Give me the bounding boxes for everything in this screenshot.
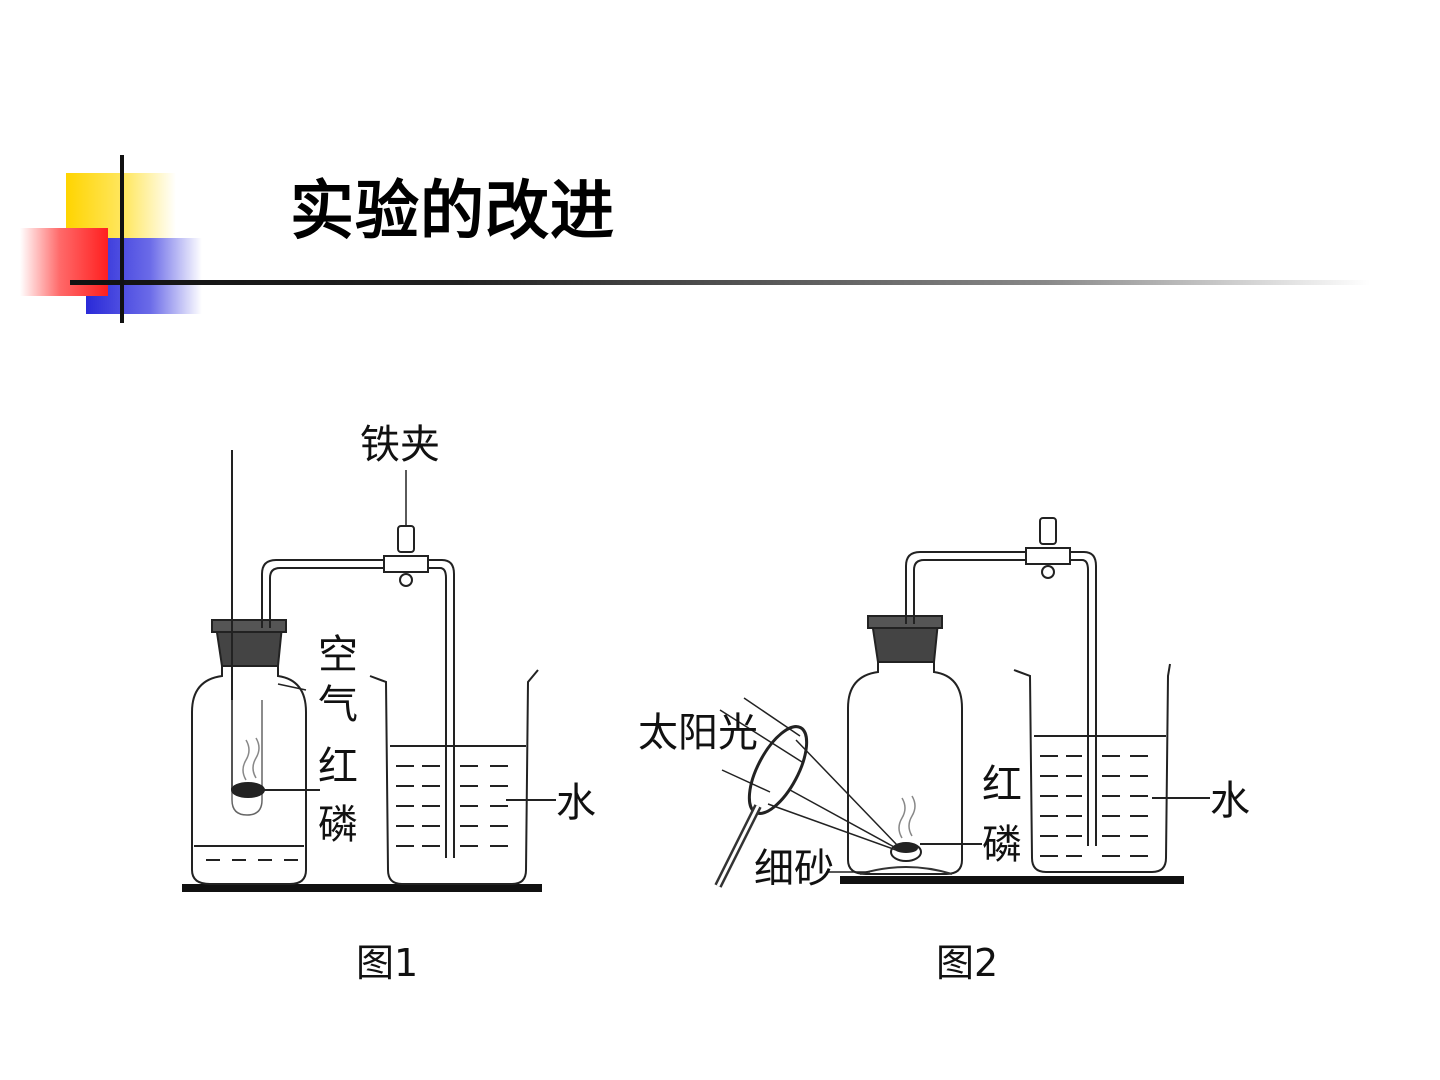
fig2-tube — [905, 551, 1097, 846]
fig2-caption: 图2 — [936, 941, 998, 985]
fig1-caption: 图1 — [356, 941, 418, 985]
fig2-sun-rays — [719, 697, 899, 851]
fig1-beaker-water — [390, 745, 526, 847]
decor-vertical-line — [120, 155, 124, 323]
fig1-label-red-1: 红 — [318, 744, 358, 790]
slide-title: 实验的改进 — [290, 174, 615, 249]
title-underline — [70, 280, 1370, 285]
fig1-tube — [261, 559, 455, 858]
fig1-label-air-2: 气 — [318, 682, 358, 728]
fig1-label-red-2: 磷 — [318, 802, 358, 848]
figure-1: 铁夹 空 气 红 磷 水 图1 — [182, 422, 596, 985]
fig1-red-phosphorus — [231, 782, 265, 798]
fig2-magnifying-glass — [714, 725, 809, 888]
fig1-iron-clamp — [397, 525, 415, 553]
fig2-label-water: 水 — [1210, 778, 1250, 824]
fig1-beaker — [369, 669, 539, 885]
fig2-iron-clamp — [1039, 517, 1057, 545]
fig1-label-water: 水 — [556, 780, 596, 826]
fig2-base — [840, 876, 1184, 884]
figure-2: 太阳光 红 磷 细砂 水 图2 — [638, 517, 1250, 985]
fig1-bottle-water — [194, 845, 304, 861]
fig2-bottle — [847, 660, 963, 875]
fig2-label-red-1: 红 — [982, 762, 1022, 808]
fig1-smoke — [242, 737, 260, 781]
fig2-label-red-2: 磷 — [982, 822, 1022, 868]
fig2-beaker — [1013, 663, 1171, 873]
fig1-label-iron-clamp: 铁夹 — [360, 422, 440, 468]
fig2-sand — [859, 866, 953, 875]
fig1-base — [182, 884, 542, 892]
fig1-label-air-1: 空 — [318, 632, 358, 678]
fig1-bottle — [191, 664, 307, 885]
fig2-smoke — [898, 795, 916, 839]
fig2-beaker-water — [1034, 735, 1166, 857]
fig2-label-sunlight: 太阳光 — [638, 710, 758, 756]
fig2-label-sand: 细砂 — [754, 846, 834, 892]
